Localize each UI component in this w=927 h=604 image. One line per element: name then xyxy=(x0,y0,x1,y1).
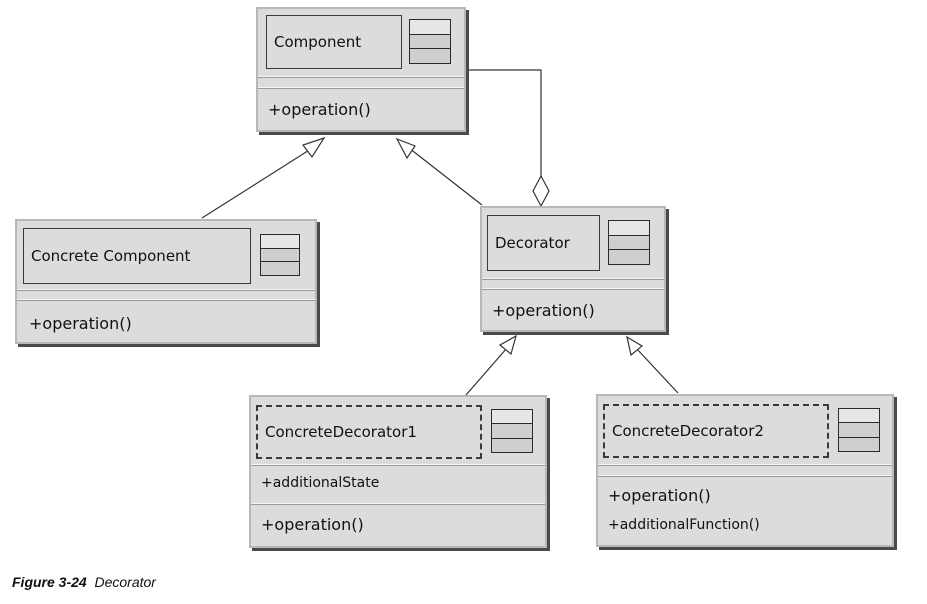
operation: +operation() xyxy=(608,486,711,505)
class-component: Component +operation() xyxy=(256,7,466,132)
figure-title: Decorator xyxy=(94,574,156,590)
class-icon xyxy=(491,409,533,453)
class-icon xyxy=(608,220,650,265)
operation: +operation() xyxy=(261,515,364,534)
figure-label: Figure 3-24 xyxy=(12,574,87,590)
attribute: +additionalState xyxy=(261,475,380,491)
aggregation-line xyxy=(467,69,542,178)
inheritance-arrowhead-icon xyxy=(498,334,517,356)
operation: +operation() xyxy=(29,314,132,333)
class-name: Concrete Component xyxy=(23,228,251,284)
operation: +operation() xyxy=(492,301,595,320)
inheritance-arrowhead-icon xyxy=(626,335,644,357)
generalization-line-concrete-component xyxy=(201,146,315,219)
generalization-line-concrete-decorator1 xyxy=(465,347,508,396)
class-name: ConcreteDecorator1 xyxy=(256,405,482,459)
class-name: Component xyxy=(266,15,402,69)
figure-caption: Figure 3-24 Decorator xyxy=(12,574,156,590)
class-concrete-component: Concrete Component +operation() xyxy=(15,219,317,344)
class-name: Decorator xyxy=(487,215,600,271)
class-name: ConcreteDecorator2 xyxy=(603,404,829,458)
operation: +operation() xyxy=(268,100,371,119)
inheritance-arrowhead-icon xyxy=(302,136,326,159)
inheritance-arrowhead-icon xyxy=(395,137,416,160)
class-icon xyxy=(409,19,451,64)
class-icon xyxy=(260,234,300,276)
class-icon xyxy=(838,408,880,452)
operation: +additionalFunction() xyxy=(608,517,760,533)
class-decorator: Decorator +operation() xyxy=(480,206,666,332)
class-concrete-decorator1: ConcreteDecorator1 +additionalState +ope… xyxy=(249,395,547,548)
class-concrete-decorator2: ConcreteDecorator2 +operation() +additio… xyxy=(596,394,894,547)
generalization-line-concrete-decorator2 xyxy=(635,347,679,394)
generalization-line-decorator xyxy=(408,147,483,206)
aggregation-diamond-icon xyxy=(532,174,550,208)
